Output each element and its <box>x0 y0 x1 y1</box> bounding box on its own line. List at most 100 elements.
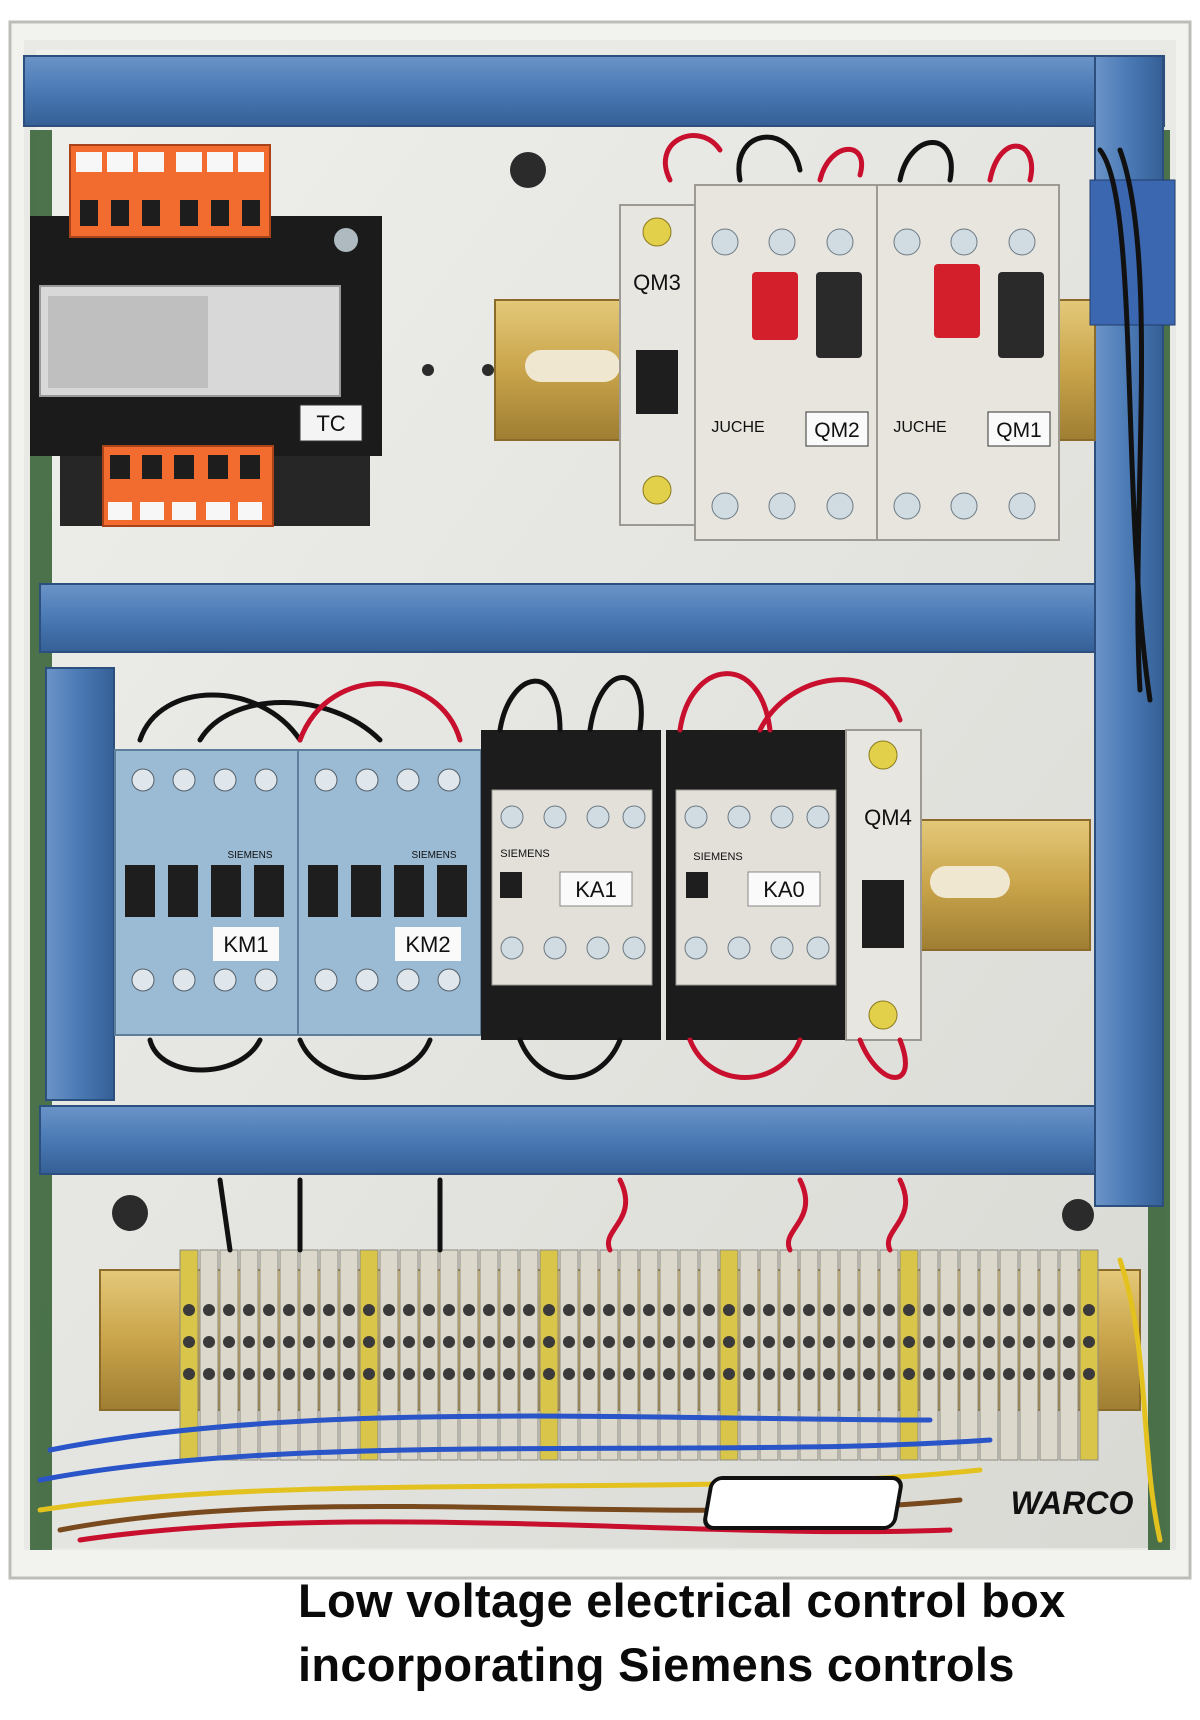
terminal-screw <box>883 1368 895 1380</box>
terminal-screw <box>323 1304 335 1316</box>
terminal-screw <box>783 1304 795 1316</box>
terminal-screw <box>503 1304 515 1316</box>
wiring <box>37 133 1163 1543</box>
terminal-block <box>1019 1249 1039 1461</box>
terminal-block <box>559 1249 579 1461</box>
motor-starter-qm1: JUCHE QM1 <box>876 184 1060 541</box>
terminal-screw <box>283 1304 295 1316</box>
motor-starter-qm2: JUCHE QM2 <box>694 184 878 541</box>
terminal-screw <box>763 1304 775 1316</box>
terminal-screw <box>763 1336 775 1348</box>
terminal-screw <box>483 1368 495 1380</box>
terminal-screw <box>823 1368 835 1380</box>
terminal-screw <box>223 1368 235 1380</box>
terminal-screw <box>223 1304 235 1316</box>
terminal-strip <box>179 1249 1099 1461</box>
siemens-brand-c: SIEMENS <box>500 848 550 860</box>
terminal-screw <box>1063 1336 1075 1348</box>
terminal-screw <box>1063 1368 1075 1380</box>
relay-ka0: SIEMENS KA0 <box>666 730 846 1040</box>
terminal-screw <box>923 1336 935 1348</box>
terminal-screw <box>563 1368 575 1380</box>
contactor-km1: SIEMENS KM1 <box>114 749 299 1036</box>
terminal-block <box>839 1249 859 1461</box>
terminal-screw <box>843 1304 855 1316</box>
terminal-block <box>259 1249 279 1461</box>
terminal-block <box>659 1249 679 1461</box>
terminal-screw <box>643 1304 655 1316</box>
siemens-brand-b: SIEMENS <box>411 850 456 861</box>
terminal-block <box>239 1249 259 1461</box>
terminal-screw <box>863 1336 875 1348</box>
terminal-screw <box>683 1304 695 1316</box>
juche-brand-b: JUCHE <box>893 419 946 436</box>
terminal-block <box>499 1249 519 1461</box>
terminal-screw <box>363 1336 375 1348</box>
terminal-block <box>619 1249 639 1461</box>
caption-line-2: incorporating Siemens controls <box>298 1638 1015 1691</box>
terminal-screw <box>363 1304 375 1316</box>
terminal-screw <box>243 1304 255 1316</box>
terminal-screw <box>643 1368 655 1380</box>
qm2-label: QM2 <box>814 419 860 442</box>
terminal-block <box>759 1249 779 1461</box>
terminal-screw <box>423 1304 435 1316</box>
terminal-screw <box>303 1368 315 1380</box>
terminal-screw <box>983 1336 995 1348</box>
terminal-screw <box>883 1304 895 1316</box>
siemens-brand-d: SIEMENS <box>693 851 743 863</box>
terminal-screw <box>1043 1336 1055 1348</box>
terminal-screw <box>863 1304 875 1316</box>
terminal-screw <box>203 1304 215 1316</box>
qm1-label: QM1 <box>996 419 1042 442</box>
terminal-screw <box>383 1336 395 1348</box>
breaker-qm3: QM3 <box>619 204 696 526</box>
ka0-label: KA0 <box>763 877 805 902</box>
terminal-screw <box>1083 1336 1095 1348</box>
terminal-block <box>299 1249 319 1461</box>
terminal-screw <box>683 1336 695 1348</box>
terminal-screw <box>963 1304 975 1316</box>
terminal-screw <box>523 1336 535 1348</box>
terminal-screw <box>963 1336 975 1348</box>
terminal-screw <box>183 1336 195 1348</box>
terminal-screw <box>643 1336 655 1348</box>
terminal-block <box>519 1249 539 1461</box>
km2-label: KM2 <box>405 932 450 957</box>
terminal-block <box>359 1249 379 1461</box>
terminal-block <box>639 1249 659 1461</box>
terminal-block <box>279 1249 299 1461</box>
terminal-screw <box>663 1304 675 1316</box>
terminal-screw <box>903 1336 915 1348</box>
terminal-block <box>419 1249 439 1461</box>
terminal-screw <box>343 1368 355 1380</box>
terminal-block <box>919 1249 939 1461</box>
terminal-block <box>679 1249 699 1461</box>
terminal-screw <box>903 1304 915 1316</box>
terminal-screw <box>183 1304 195 1316</box>
terminal-screw <box>1083 1368 1095 1380</box>
terminal-block <box>1079 1249 1099 1461</box>
terminal-screw <box>603 1368 615 1380</box>
transformer-label: TC <box>316 411 345 436</box>
terminal-block <box>959 1249 979 1461</box>
warco-logo-text: WARCO <box>1011 1485 1134 1521</box>
terminal-block <box>399 1249 419 1461</box>
terminal-screw <box>743 1368 755 1380</box>
terminal-screw <box>263 1304 275 1316</box>
terminal-screw <box>723 1304 735 1316</box>
terminal-screw <box>323 1336 335 1348</box>
terminal-screw <box>1043 1368 1055 1380</box>
qm4-label: QM4 <box>864 805 912 830</box>
terminal-block <box>859 1249 879 1461</box>
terminal-block <box>999 1249 1019 1461</box>
terminal-screw <box>303 1304 315 1316</box>
terminal-block <box>1059 1249 1079 1461</box>
terminal-screw <box>443 1336 455 1348</box>
terminal-screw <box>203 1336 215 1348</box>
terminal-screw <box>903 1368 915 1380</box>
terminal-screw <box>823 1336 835 1348</box>
terminal-screw <box>1023 1336 1035 1348</box>
terminal-block <box>719 1249 739 1461</box>
qm3-label: QM3 <box>633 270 681 295</box>
